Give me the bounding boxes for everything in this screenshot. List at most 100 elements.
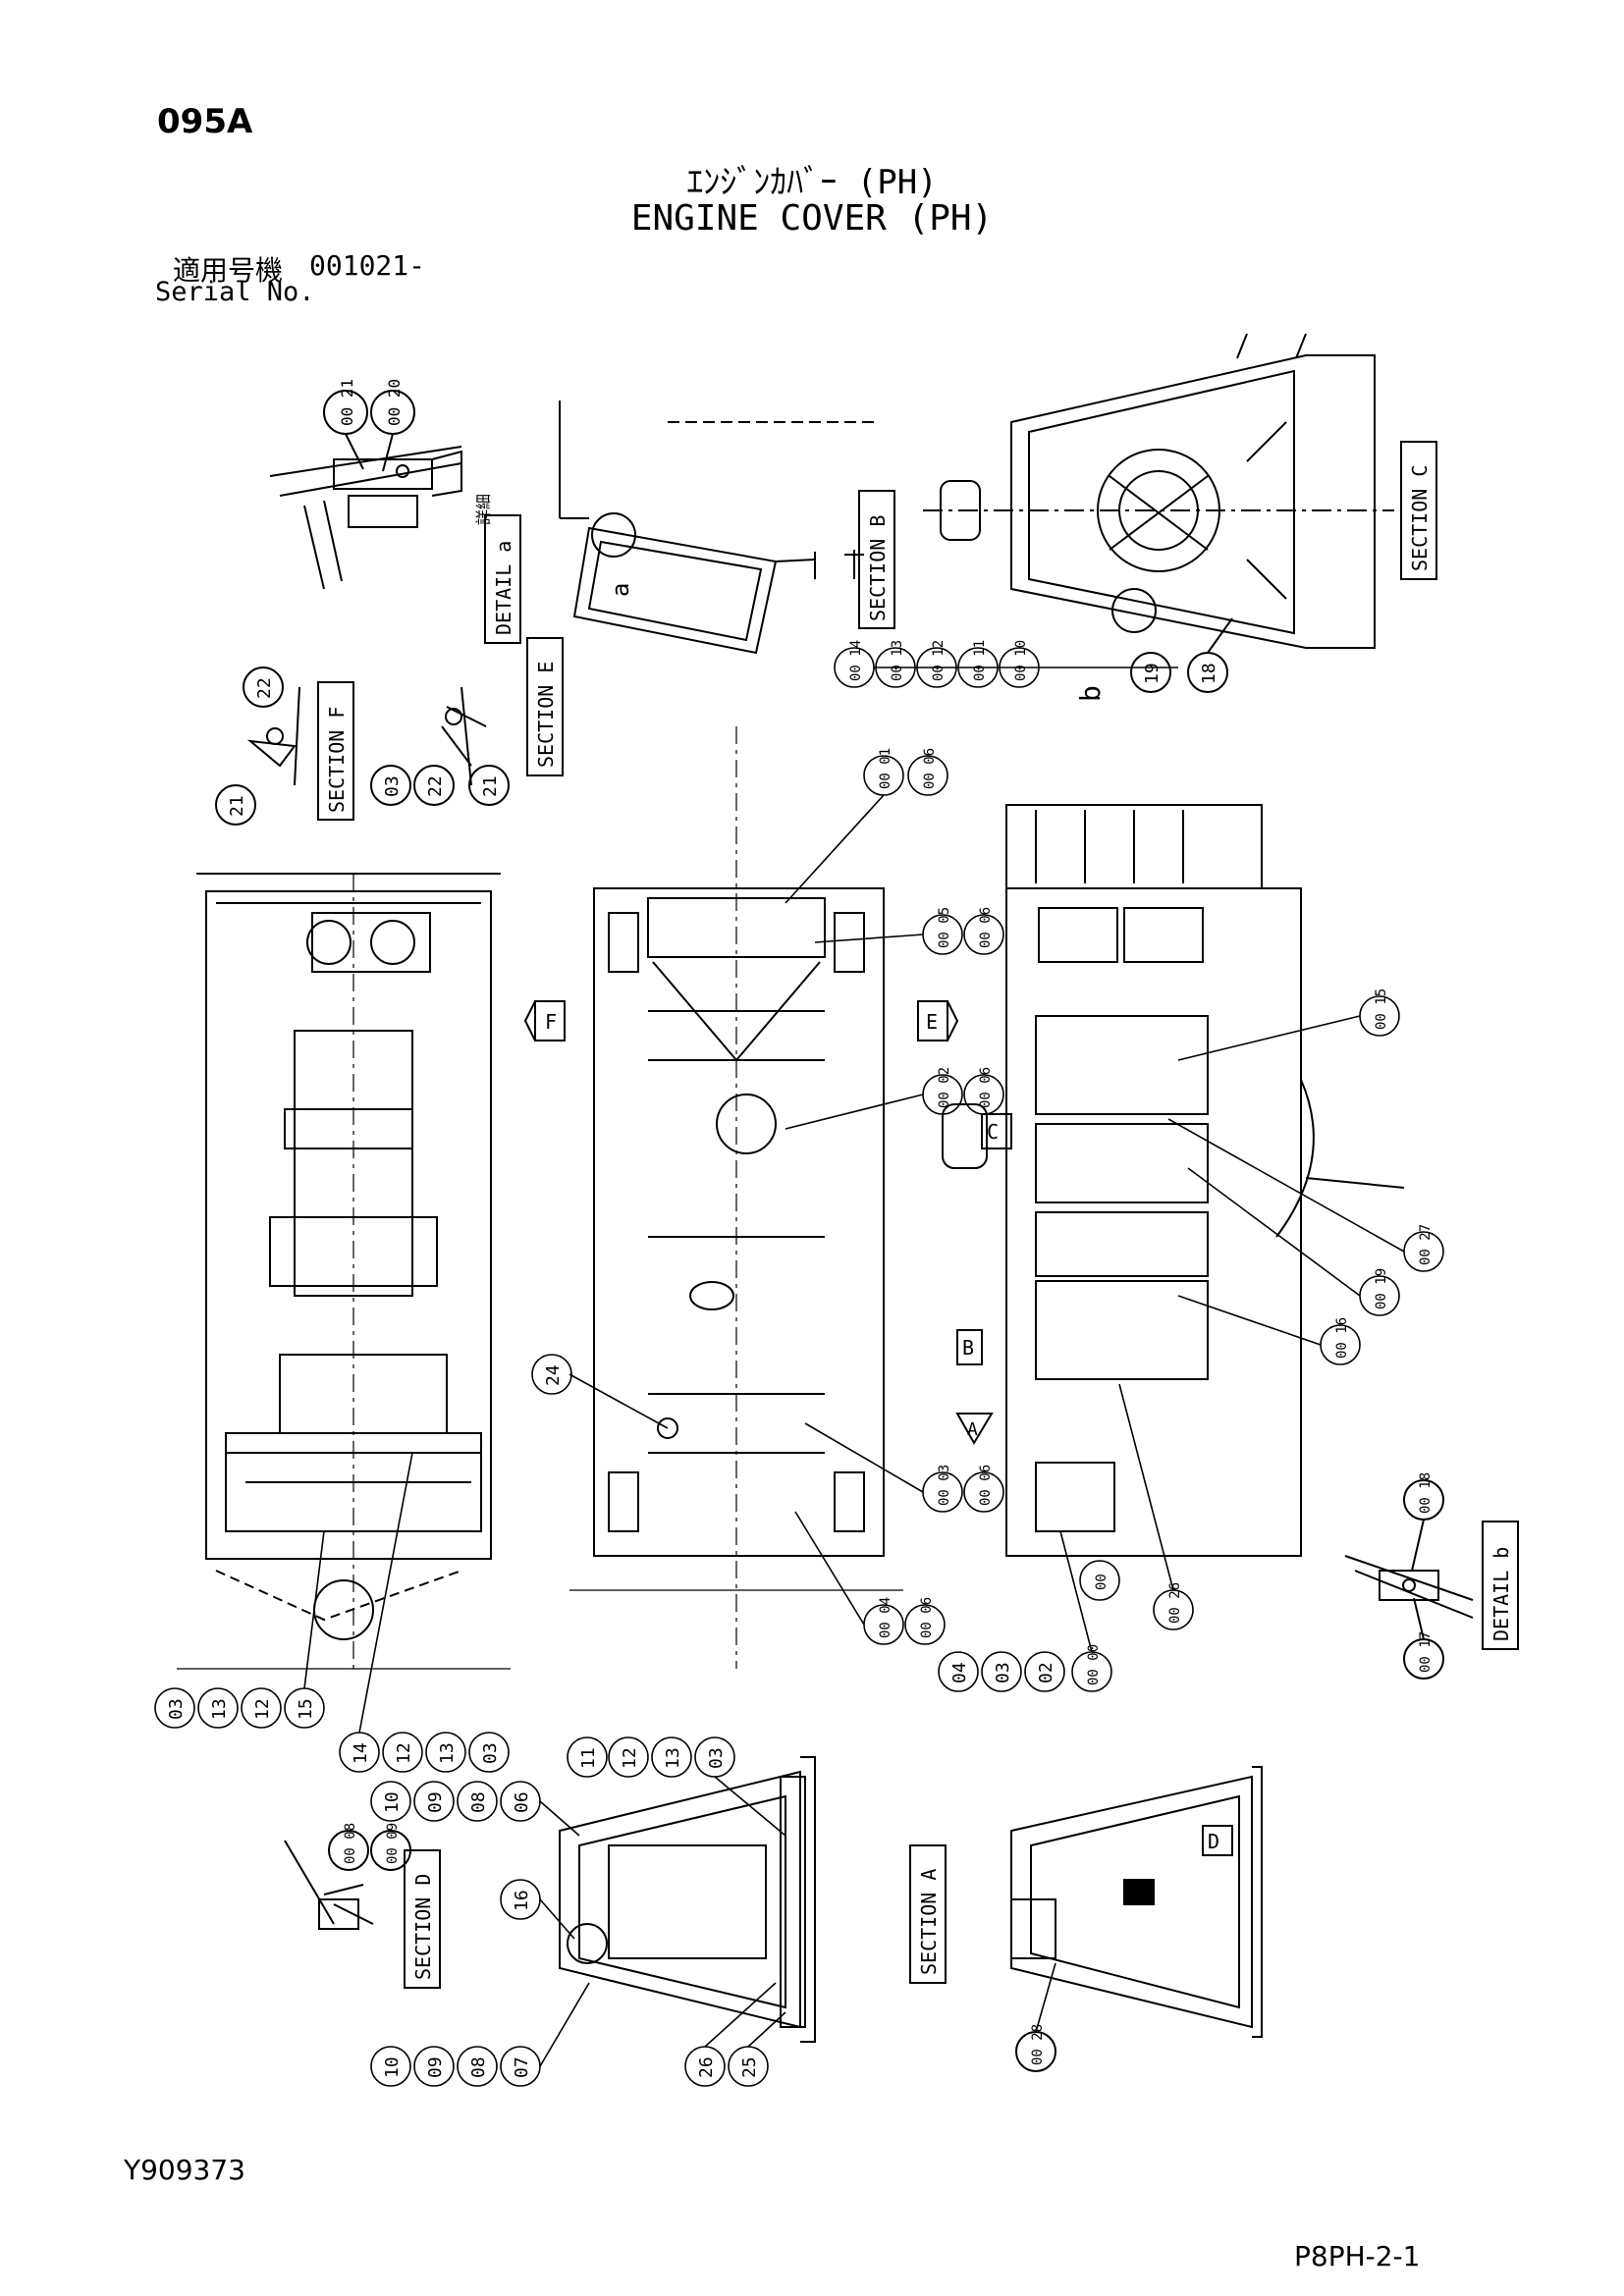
svg-text:21: 21 xyxy=(227,795,247,817)
view-marker-f: F xyxy=(523,1000,566,1041)
svg-text:00 08: 00 08 xyxy=(343,1823,358,1864)
section-b-label: SECTION B xyxy=(858,490,895,629)
callout-03b: 03 xyxy=(154,1687,195,1729)
svg-text:16: 16 xyxy=(512,1890,532,1911)
svg-text:SECTION B: SECTION B xyxy=(866,515,890,621)
callout-03d: 03 xyxy=(981,1651,1022,1692)
section-d-label: SECTION D xyxy=(404,1849,441,1989)
svg-text:00 09: 00 09 xyxy=(385,1823,401,1864)
svg-text:06: 06 xyxy=(512,1791,532,1813)
svg-text:00 00: 00 00 xyxy=(1086,1644,1102,1685)
svg-text:03: 03 xyxy=(993,1662,1013,1683)
svg-text:SECTION C: SECTION C xyxy=(1408,465,1432,571)
part-number-0011: 00 11 xyxy=(957,640,999,688)
svg-text:00 26: 00 26 xyxy=(1167,1582,1183,1624)
svg-text:25: 25 xyxy=(739,2056,760,2078)
section-d-view: 00 08 00 09 SECTION D xyxy=(284,1823,441,1989)
svg-text:00 27: 00 27 xyxy=(1418,1224,1434,1265)
callout-06: 06 xyxy=(500,1781,541,1822)
svg-text:21: 21 xyxy=(480,775,501,797)
part-number-0018: 00 18 xyxy=(1403,1472,1444,1521)
svg-text:10: 10 xyxy=(382,1791,403,1813)
svg-text:00 18: 00 18 xyxy=(1418,1472,1434,1514)
svg-text:24: 24 xyxy=(543,1364,564,1386)
svg-text:00 28: 00 28 xyxy=(1030,2024,1046,2065)
serial-label-english: Serial No. xyxy=(155,277,315,307)
svg-text:02: 02 xyxy=(1036,1662,1056,1683)
callout-10b: 10 xyxy=(370,2046,411,2087)
svg-text:00 11: 00 11 xyxy=(972,640,988,681)
svg-text:D: D xyxy=(1208,1830,1219,1853)
svg-text:SECTION F: SECTION F xyxy=(325,707,349,813)
callout-07: 07 xyxy=(500,2046,541,2087)
callout-13b: 13 xyxy=(425,1732,466,1773)
svg-text:00 10: 00 10 xyxy=(1013,640,1029,681)
section-f-view: 22 21 SECTION F xyxy=(215,667,354,826)
callout-18: 18 xyxy=(1187,652,1228,693)
svg-text:00 06: 00 06 xyxy=(919,1597,935,1638)
part-number-0006e: 00 06 xyxy=(904,1597,946,1645)
part-number-0015: 00 15 xyxy=(1359,988,1400,1037)
svg-text:22: 22 xyxy=(425,775,446,797)
callout-11: 11 xyxy=(567,1736,608,1778)
callout-03a: 03 xyxy=(370,765,411,806)
part-number-0019: 00 19 xyxy=(1359,1268,1400,1316)
section-b-view: a SECTION B xyxy=(559,400,895,655)
serial-label-japanese: 適用号機 xyxy=(173,254,284,287)
callout-08b: 08 xyxy=(457,2046,498,2087)
callout-26: 26 xyxy=(684,2046,726,2087)
callout-12c: 12 xyxy=(608,1736,649,1778)
svg-text:A: A xyxy=(967,1419,978,1440)
svg-text:00 02: 00 02 xyxy=(937,1067,952,1108)
svg-text:07: 07 xyxy=(512,2056,532,2078)
view-marker-a: A xyxy=(955,1413,994,1445)
left-plan-view: 03 13 12 15 14 12 13 03 xyxy=(154,873,511,1773)
svg-text:12: 12 xyxy=(394,1742,414,1764)
callout-24: 24 xyxy=(531,1354,572,1395)
svg-text:SECTION D: SECTION D xyxy=(411,1874,435,1980)
callout-09b: 09 xyxy=(413,2046,455,2087)
svg-text:04: 04 xyxy=(949,1662,970,1683)
callout-09a: 09 xyxy=(413,1781,455,1822)
sheet-number: P8PH-2-1 xyxy=(1294,2240,1421,2272)
part-number-0016: 00 16 xyxy=(1320,1317,1361,1365)
callout-12b: 12 xyxy=(382,1732,423,1773)
view-marker-e: E xyxy=(917,1000,959,1041)
part-number-0008: 00 08 xyxy=(328,1823,369,1871)
svg-text:26: 26 xyxy=(696,2056,717,2078)
svg-text:00 06: 00 06 xyxy=(978,1067,994,1108)
svg-text:08: 08 xyxy=(468,2056,489,2078)
svg-text:B: B xyxy=(962,1336,974,1360)
section-e-view: 03 22 21 SECTION E xyxy=(370,637,564,806)
svg-text:00 01: 00 01 xyxy=(878,748,893,789)
part-number-0004: 00 04 xyxy=(863,1597,904,1645)
svg-text:00 15: 00 15 xyxy=(1374,988,1389,1030)
section-a-right-view: D 00 28 xyxy=(1010,1766,1263,2072)
part-number-0010: 00 10 xyxy=(999,640,1040,688)
svg-text:00 14: 00 14 xyxy=(848,640,864,681)
part-number-0020: 00 20 xyxy=(370,379,415,435)
svg-text:10: 10 xyxy=(382,2056,403,2078)
view-marker-d: D xyxy=(1202,1825,1233,1856)
view-marker-b: B xyxy=(956,1329,983,1365)
part-number-0005: 00 05 xyxy=(922,907,963,955)
svg-text:19: 19 xyxy=(1142,663,1163,684)
svg-text:13: 13 xyxy=(663,1747,683,1769)
svg-text:00 17: 00 17 xyxy=(1418,1631,1434,1673)
svg-text:00 03: 00 03 xyxy=(937,1465,952,1506)
svg-text:00 16: 00 16 xyxy=(1334,1317,1350,1359)
svg-text:00: 00 xyxy=(1094,1574,1110,1590)
svg-text:18: 18 xyxy=(1199,663,1219,684)
callout-21b: 21 xyxy=(468,765,510,806)
svg-text:00 20: 00 20 xyxy=(385,379,404,426)
section-e-label: SECTION E xyxy=(526,637,564,776)
svg-text:11: 11 xyxy=(578,1747,599,1769)
svg-text:DETAIL a: DETAIL a xyxy=(492,541,515,635)
svg-text:22: 22 xyxy=(254,677,275,699)
svg-text:00 19: 00 19 xyxy=(1374,1268,1389,1309)
svg-text:00 06: 00 06 xyxy=(978,1465,994,1506)
part-number-0013: 00 13 xyxy=(875,640,916,688)
svg-text:03: 03 xyxy=(382,775,403,797)
section-c-label: SECTION C xyxy=(1400,441,1437,580)
